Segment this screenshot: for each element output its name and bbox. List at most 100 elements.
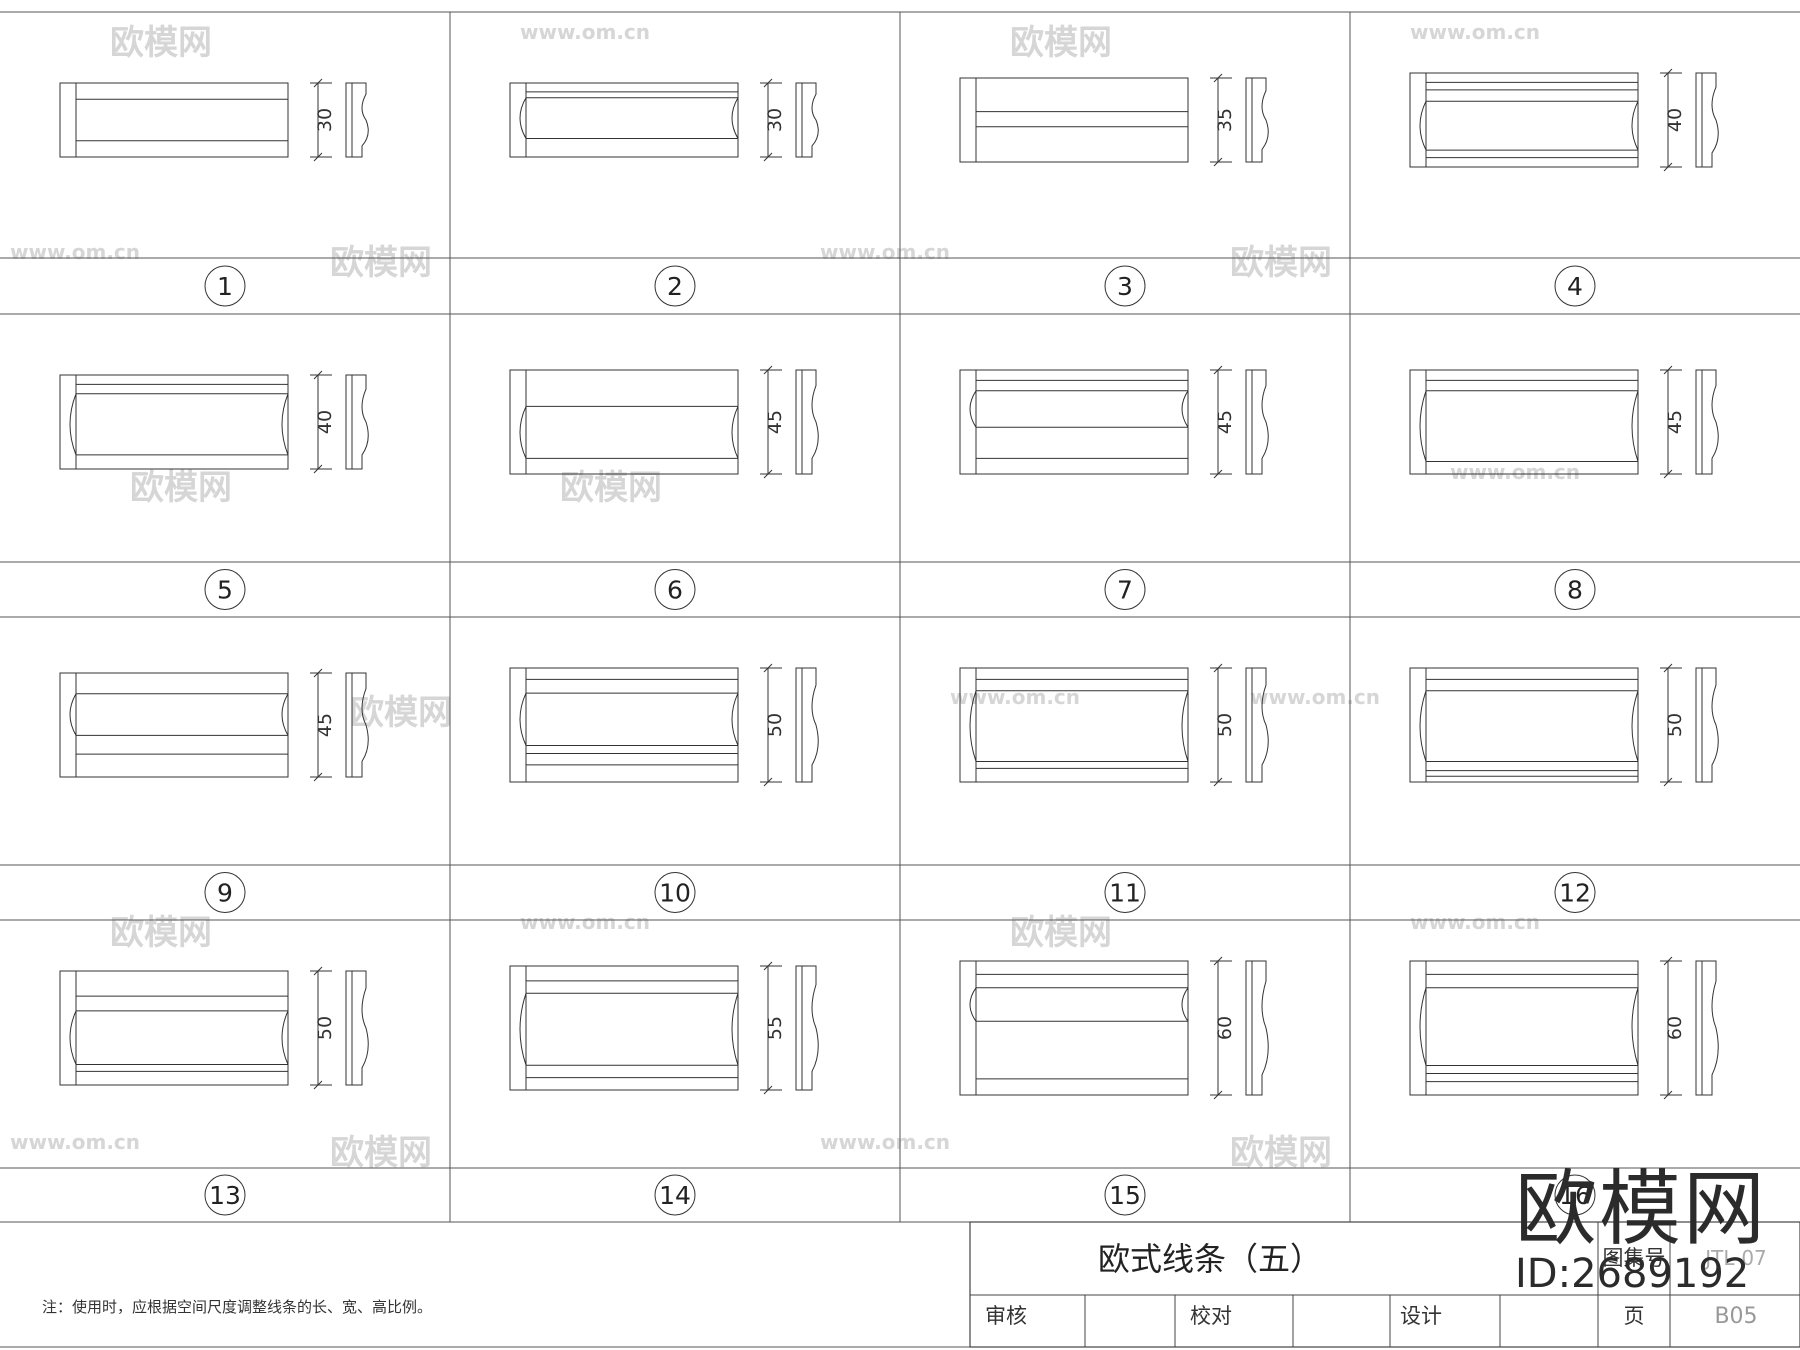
dimension-label: 30 xyxy=(314,108,336,132)
design-label: 设计 xyxy=(1400,1304,1442,1328)
profile-section xyxy=(795,369,819,475)
profile-number-circle xyxy=(654,265,696,307)
profile-elevation xyxy=(1409,960,1639,1096)
dimension-label: 45 xyxy=(314,713,336,737)
profile-drawing xyxy=(59,370,369,474)
profile-number-circle xyxy=(1554,265,1596,307)
dimension-label: 50 xyxy=(1664,713,1686,737)
profile-drawing xyxy=(509,78,819,162)
profile-elevation xyxy=(509,667,739,783)
profile-section xyxy=(1245,77,1269,163)
profile-elevation xyxy=(959,960,1189,1096)
profile-section xyxy=(345,672,369,778)
dimension-label: 45 xyxy=(764,410,786,434)
profile-elevation xyxy=(1409,369,1639,475)
profile-number: 11 xyxy=(1109,879,1141,908)
profile-number-circle xyxy=(1554,569,1596,610)
title-block: 欧式线条（五） 图集号 JTL-07 审核 校对 设计 页 B05 xyxy=(969,1221,1800,1348)
profile-number: 16 xyxy=(1559,1181,1591,1210)
profile-number: 1 xyxy=(217,272,233,301)
dimension-label: 40 xyxy=(1664,108,1686,132)
page-label: 页 xyxy=(1624,1304,1645,1328)
profile-number-circle xyxy=(1104,1174,1146,1216)
profile-number-circle xyxy=(654,872,696,913)
profile-elevation xyxy=(959,77,1189,163)
dimension-label: 50 xyxy=(314,1016,336,1040)
profile-elevation xyxy=(959,667,1189,783)
profile-number: 9 xyxy=(217,879,233,908)
profile-elevation xyxy=(1409,667,1639,783)
dimension-label: 60 xyxy=(1664,1016,1686,1040)
dimension-label: 45 xyxy=(1664,410,1686,434)
profile-section xyxy=(795,965,819,1091)
profile-number-circle xyxy=(654,569,696,610)
profile-number-circle xyxy=(1554,872,1596,913)
profile-number-circle xyxy=(654,1174,696,1216)
profile-drawing xyxy=(1409,956,1719,1100)
profile-section xyxy=(1695,72,1719,168)
profile-elevation xyxy=(509,82,739,158)
profile-drawing xyxy=(509,663,819,787)
profile-number: 15 xyxy=(1109,1181,1141,1210)
profile-section xyxy=(345,82,369,158)
profile-number: 10 xyxy=(659,879,691,908)
profile-number: 5 xyxy=(217,576,233,605)
atlas-value: JTL-07 xyxy=(1703,1246,1767,1270)
profile-number: 4 xyxy=(1567,272,1583,301)
profile-drawing xyxy=(1409,365,1719,479)
profile-number: 2 xyxy=(667,272,683,301)
dimension-label: 40 xyxy=(314,410,336,434)
dimension-label: 35 xyxy=(1214,108,1236,132)
profile-section xyxy=(345,374,369,470)
profile-number-circle xyxy=(204,569,246,610)
profile-number-circle xyxy=(1104,569,1146,610)
profile-elevation xyxy=(509,369,739,475)
profile-section xyxy=(1695,960,1719,1096)
profile-drawing xyxy=(59,668,369,782)
profile-drawing xyxy=(509,365,819,479)
profile-number-circle xyxy=(1104,872,1146,913)
profile-number: 13 xyxy=(209,1181,241,1210)
drawing-title: 欧式线条（五） xyxy=(1098,1240,1322,1278)
profile-drawing xyxy=(959,73,1269,167)
profile-drawing xyxy=(959,956,1269,1100)
dimension-label: 45 xyxy=(1214,410,1236,434)
profile-number-circle xyxy=(1104,265,1146,307)
profile-elevation xyxy=(1409,72,1639,168)
profile-section xyxy=(795,667,819,783)
profile-number: 8 xyxy=(1567,576,1583,605)
profile-number-circle xyxy=(204,1174,246,1216)
profile-drawing xyxy=(59,966,369,1090)
check-label: 校对 xyxy=(1190,1304,1232,1328)
profile-section xyxy=(1695,369,1719,475)
profile-drawing xyxy=(509,961,819,1095)
profile-elevation xyxy=(959,369,1189,475)
page-value: B05 xyxy=(1714,1304,1757,1329)
profile-section xyxy=(1245,960,1269,1096)
profile-number: 7 xyxy=(1117,576,1133,605)
dimension-label: 50 xyxy=(1214,713,1236,737)
profile-number: 3 xyxy=(1117,272,1133,301)
profile-section xyxy=(345,970,369,1086)
profile-section xyxy=(1245,369,1269,475)
profile-cells: 3013023534044054564574584595010501150125… xyxy=(59,68,1719,1216)
profile-number: 14 xyxy=(659,1181,691,1210)
profile-number-circle xyxy=(204,265,246,307)
profile-section xyxy=(1695,667,1719,783)
profile-drawing xyxy=(959,365,1269,479)
dimension-label: 30 xyxy=(764,108,786,132)
review-label: 审核 xyxy=(985,1304,1027,1328)
atlas-label: 图集号 xyxy=(1603,1246,1666,1270)
profile-drawing xyxy=(1409,68,1719,172)
profile-elevation xyxy=(59,82,289,158)
profile-elevation xyxy=(59,672,289,778)
profile-drawing xyxy=(59,78,369,162)
profile-number: 6 xyxy=(667,576,683,605)
usage-note: 注：使用时，应根据空间尺度调整线条的长、宽、高比例。 xyxy=(42,1298,432,1316)
dimension-label: 50 xyxy=(764,713,786,737)
profile-elevation xyxy=(59,970,289,1086)
dimension-label: 55 xyxy=(764,1016,786,1040)
profile-number-circle xyxy=(204,872,246,913)
profile-elevation xyxy=(59,374,289,470)
